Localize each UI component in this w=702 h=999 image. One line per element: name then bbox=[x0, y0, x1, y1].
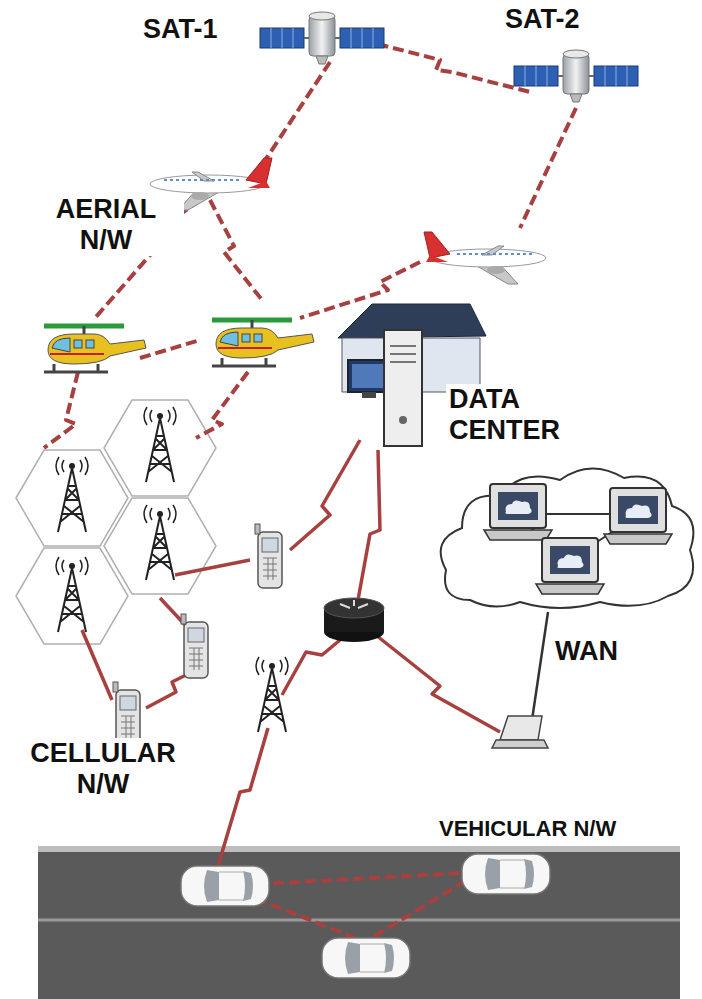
network-label: DATA CENTER bbox=[446, 384, 602, 446]
network-label: SAT-2 bbox=[502, 4, 583, 35]
network-label: CELLULAR N/W bbox=[10, 738, 196, 800]
network-label: SAT-1 bbox=[140, 14, 221, 45]
network-label: WAN bbox=[552, 636, 621, 667]
network-label: VEHICULAR N/W bbox=[436, 816, 619, 841]
network-label: AERIAL N/W bbox=[28, 194, 184, 256]
